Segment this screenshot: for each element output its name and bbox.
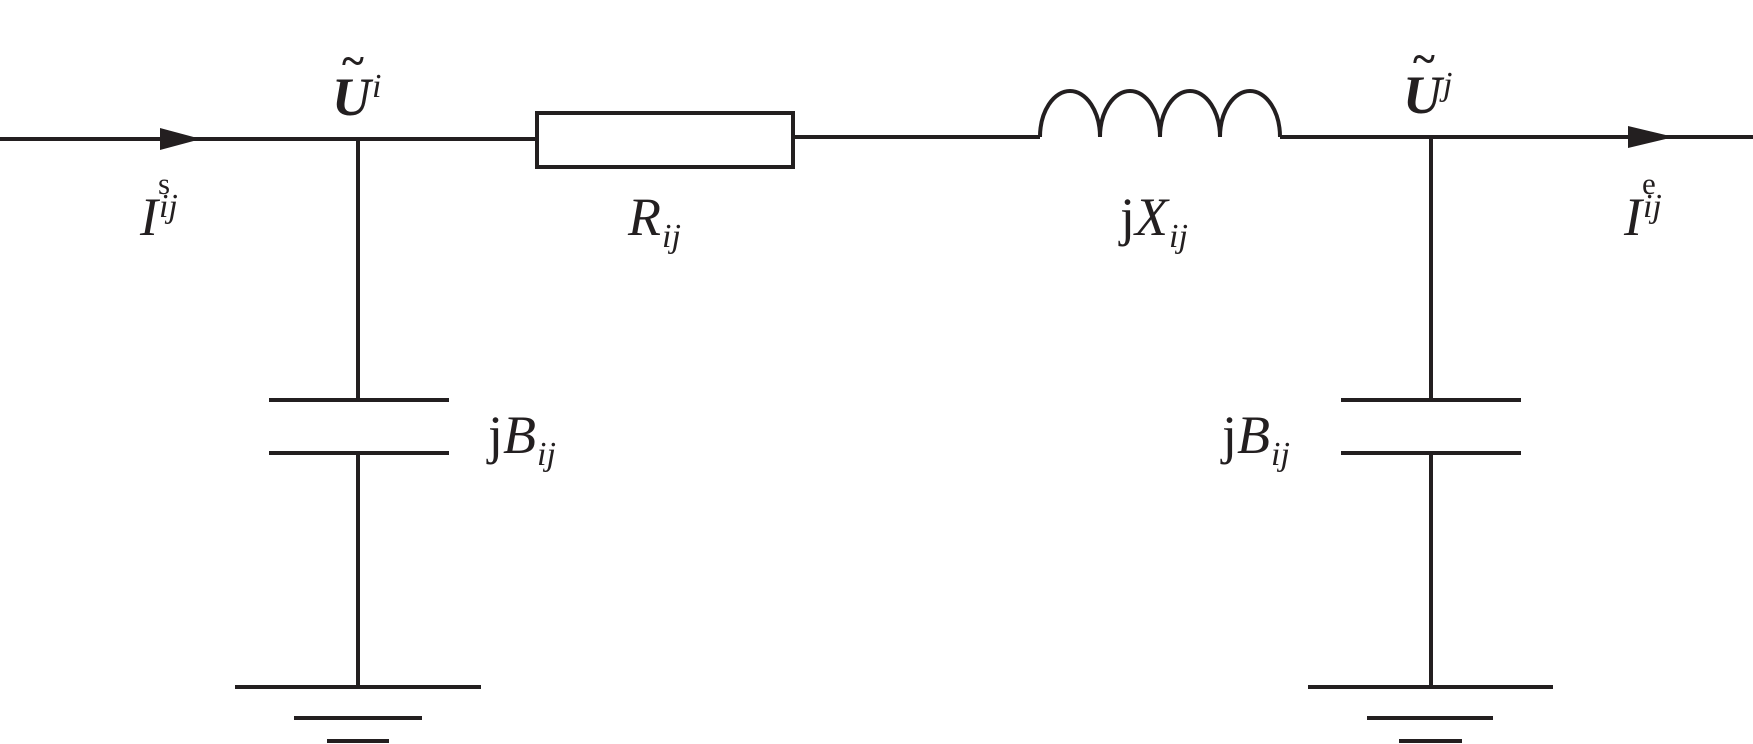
resistance-label: Rij bbox=[628, 190, 681, 254]
resistance-subscript: ij bbox=[662, 217, 681, 255]
current-start-superscript: s bbox=[157, 166, 171, 201]
resistance-symbol: R bbox=[628, 187, 661, 247]
susceptance-left-subscript: ij bbox=[537, 435, 556, 473]
node-j-voltage-label: ~ U j bbox=[1403, 39, 1453, 125]
current-start-label: I s ij bbox=[140, 168, 178, 247]
reactance-symbol: X bbox=[1135, 187, 1169, 247]
current-end-arrow bbox=[1628, 126, 1674, 148]
tilde-accent-i: ~ bbox=[342, 39, 364, 85]
susceptance-right-subscript: ij bbox=[1271, 435, 1290, 473]
reactance-subscript: ij bbox=[1169, 217, 1188, 255]
susceptance-right-label: jBij bbox=[1222, 408, 1290, 472]
susceptance-right-prefix: j bbox=[1222, 405, 1238, 465]
reactance-label: jXij bbox=[1120, 190, 1188, 254]
current-start-symbol: I bbox=[140, 187, 158, 247]
current-start-subscript: ij bbox=[158, 188, 178, 225]
susceptance-left-label: jBij bbox=[488, 408, 556, 472]
current-end-label: I e ij bbox=[1624, 168, 1662, 247]
tilde-accent-j: ~ bbox=[1413, 37, 1435, 83]
reactance-prefix: j bbox=[1120, 187, 1136, 247]
current-end-symbol: I bbox=[1624, 187, 1642, 247]
node-i-subscript: i bbox=[372, 68, 382, 105]
susceptance-right-symbol: B bbox=[1237, 405, 1271, 465]
current-end-superscript: e bbox=[1641, 166, 1656, 201]
susceptance-left-prefix: j bbox=[488, 405, 504, 465]
current-start-arrow bbox=[160, 128, 201, 150]
node-i-voltage-label: ~ U i bbox=[332, 41, 382, 127]
node-j-subscript: j bbox=[1443, 66, 1453, 103]
resistor bbox=[535, 111, 795, 169]
susceptance-left-symbol: B bbox=[503, 405, 537, 465]
node-j-symbol: U bbox=[1403, 65, 1442, 125]
inductor bbox=[1038, 89, 1282, 138]
node-i-symbol: U bbox=[332, 67, 371, 127]
current-end-subscript: ij bbox=[1642, 188, 1662, 225]
